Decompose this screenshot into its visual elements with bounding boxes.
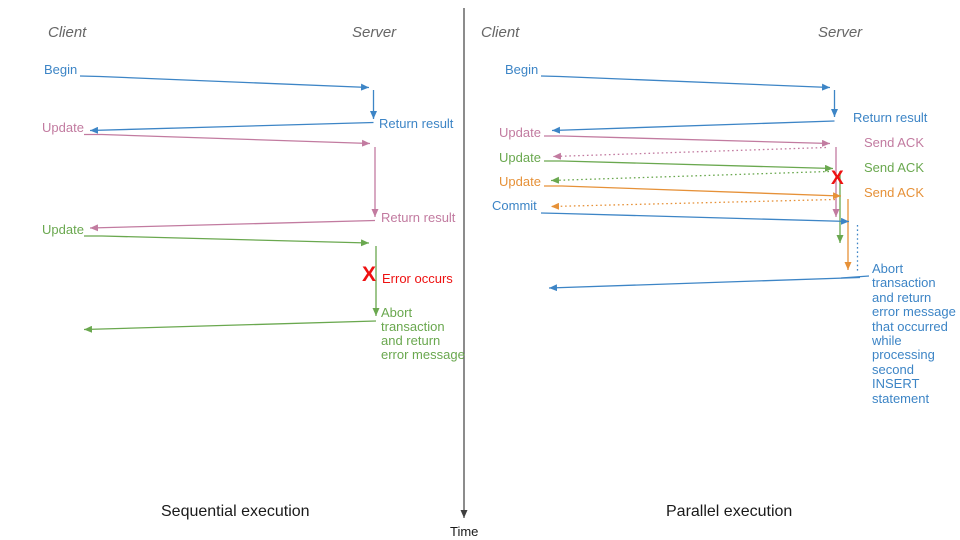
seq-update-1-label: Update (42, 120, 84, 135)
seq-update1-return-arrow (89, 219, 376, 232)
par-send-ack-2-label: Send ACK (864, 160, 924, 175)
par-caption: Parallel execution (666, 503, 793, 520)
seq-begin-return-arrow (89, 121, 374, 134)
par-update2-ack-arrow (550, 170, 830, 184)
par-begin-label: Begin (505, 62, 539, 77)
par-begin-request-arrow (540, 75, 831, 91)
par-send-ack-1-label: Send ACK (864, 135, 924, 150)
par-update1-request-arrow (544, 135, 831, 147)
par-error-x-icon: X (831, 168, 844, 189)
par-update1-flow (544, 135, 840, 217)
par-update-1-label: Update (499, 125, 541, 140)
par-update3-request-arrow (544, 185, 842, 200)
seq-client-header: Client (48, 24, 87, 41)
par-begin-flow (540, 75, 838, 134)
seq-update2-flow (83, 235, 380, 333)
par-client-header: Client (481, 24, 520, 41)
seq-error-x-icon: X (362, 263, 377, 286)
seq-error-label: Error occurs (382, 271, 453, 286)
par-return-result-label: Return result (853, 110, 928, 125)
seq-update2-request-arrow (84, 235, 370, 247)
par-abort-label: Abort transaction and return error messa… (872, 261, 956, 406)
par-update3-flow (544, 185, 852, 270)
par-begin-return-arrow (551, 120, 835, 134)
par-update2-flow (544, 160, 844, 243)
par-update-3-label: Update (499, 174, 541, 189)
par-commit-request-arrow (540, 212, 850, 225)
par-update-2-label: Update (499, 150, 541, 165)
par-update1-ack-arrow (552, 146, 827, 160)
seq-begin-request-arrow (79, 75, 370, 91)
seq-abort-return-arrow (83, 320, 377, 333)
par-update3-ack-arrow (550, 198, 836, 210)
time-axis-label: Time (450, 524, 479, 539)
seq-abort-label: Abort transaction and return error messa… (381, 305, 465, 362)
seq-begin-flow (79, 75, 377, 134)
seq-begin-label: Begin (44, 62, 78, 77)
par-send-ack-3-label: Send ACK (864, 185, 924, 200)
seq-update1-request-arrow (84, 133, 371, 147)
seq-return-result-2-label: Return result (381, 210, 456, 225)
seq-update-2-label: Update (42, 222, 84, 237)
seq-return-result-1-label: Return result (379, 116, 454, 131)
par-abort-return-arrow (548, 276, 861, 292)
seq-caption: Sequential execution (161, 503, 310, 520)
par-update2-request-arrow (544, 160, 834, 172)
par-server-header: Server (818, 24, 863, 41)
par-commit-flow (540, 212, 870, 292)
par-commit-label: Commit (492, 198, 537, 213)
seq-server-header: Server (352, 24, 397, 41)
seq-update1-flow (84, 133, 379, 232)
